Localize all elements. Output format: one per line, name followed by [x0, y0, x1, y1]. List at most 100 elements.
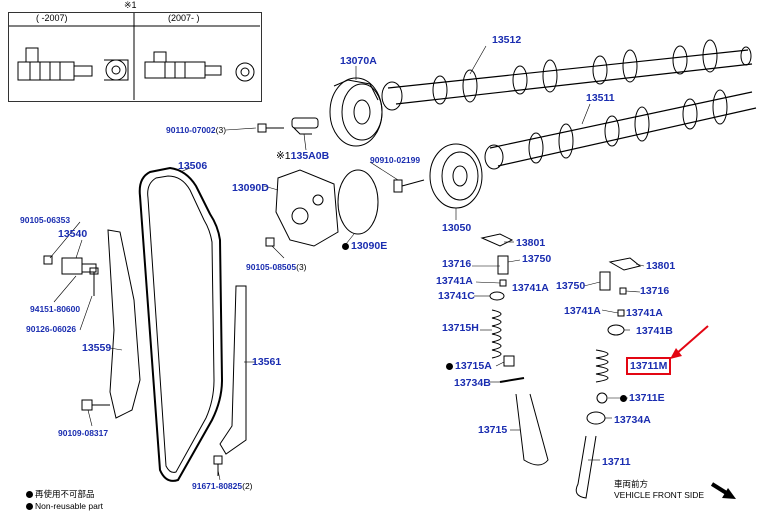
part-link-13741a-left-a[interactable]: 13741A	[436, 275, 473, 287]
lash-adjuster-13750-left	[497, 255, 509, 275]
seal-13711e	[596, 392, 608, 404]
part-link-13801-left[interactable]: 13801	[516, 237, 546, 249]
keeper-13741a-left	[499, 279, 507, 287]
part-link-13711[interactable]: 13711	[602, 456, 631, 468]
part-link-13750-right[interactable]: 13750	[556, 280, 586, 292]
cover-13090d	[275, 169, 339, 247]
part-number: 90105-08505	[246, 262, 297, 272]
part-link-90126-06026[interactable]: 90126-06026	[26, 324, 77, 334]
variant-note-box	[8, 12, 262, 102]
rocker-13801-left	[480, 233, 514, 247]
legend-text: Non-reusable part	[35, 501, 104, 511]
part-link-13070a[interactable]: 13070A	[340, 55, 377, 67]
part-number: 13715A	[455, 360, 492, 372]
part-link-91671-80825[interactable]: 91671-80825(2)	[192, 481, 253, 491]
part-link-13741a-right-b[interactable]: 13741A	[626, 307, 663, 319]
bolt-90910	[393, 179, 425, 193]
retainer-13741b	[607, 324, 625, 336]
part-link-94151-80600[interactable]: 94151-80600	[30, 304, 81, 314]
part-number: 13090E	[351, 240, 388, 252]
bolt-90105-06353	[43, 255, 53, 265]
bolt-91671	[213, 455, 223, 476]
part-link-13090d[interactable]: 13090D	[232, 182, 269, 194]
valve-13715	[515, 393, 549, 466]
ocv-old-drawing	[17, 47, 129, 81]
part-number: 135A0B	[290, 150, 330, 162]
rocker-13801-right	[608, 257, 642, 271]
part-link-13711e[interactable]: 13711E	[620, 392, 665, 404]
part-link-90105-06353[interactable]: 90105-06353	[20, 215, 71, 225]
note-mark: ※1	[276, 150, 291, 162]
part-link-13716-left[interactable]: 13716	[442, 258, 472, 270]
note-range-old: ( -2007)	[36, 13, 68, 23]
part-link-13741a-left-b[interactable]: 13741A	[512, 282, 549, 294]
part-link-13050[interactable]: 13050	[442, 222, 472, 234]
part-link-13711m-highlighted[interactable]: 13711M	[626, 357, 672, 375]
ocv-new-drawing	[144, 51, 255, 82]
guide-13561	[219, 285, 247, 455]
part-link-90105-08505[interactable]: 90105-08505(3)	[246, 262, 307, 272]
camshaft-13511	[484, 89, 757, 170]
part-link-13715h[interactable]: 13715H	[442, 322, 479, 334]
seat-13734a	[586, 411, 606, 425]
note-range-new: (2007- )	[168, 13, 200, 23]
part-number: 91671-80825	[192, 481, 243, 491]
non-reusable-dot-icon	[26, 503, 33, 510]
part-link-13801-right[interactable]: 13801	[646, 260, 676, 272]
part-link-13715a[interactable]: 13715A	[446, 360, 492, 372]
quantity: (2)	[242, 481, 253, 491]
legend-non-reusable-en: Non-reusable part	[26, 501, 103, 511]
timing-chain-13506	[138, 166, 224, 482]
part-link-90109-08317[interactable]: 90109-08317	[58, 428, 109, 438]
part-link-13511[interactable]: 13511	[586, 92, 615, 104]
part-link-13506[interactable]: 13506	[178, 160, 208, 172]
bolt-90126	[89, 267, 99, 296]
direction-caption-jp: 車両前方	[614, 479, 649, 489]
keeper-13716-right	[619, 287, 627, 295]
part-link-90910-02199[interactable]: 90910-02199	[370, 155, 421, 165]
part-link-13090e[interactable]: 13090E	[342, 240, 387, 252]
vehicle-front-arrow-icon	[710, 482, 736, 499]
part-number: 90110-07002	[166, 125, 216, 135]
seat-13734b	[499, 377, 525, 383]
legend-non-reusable-jp: 再使用不可部品	[26, 488, 95, 500]
gasket-13090e	[337, 169, 379, 235]
valve-13711	[575, 435, 597, 499]
quantity: (3)	[215, 125, 227, 135]
retainer-13741c	[489, 291, 505, 301]
part-link-13540[interactable]: 13540	[58, 228, 88, 240]
part-link-13512[interactable]: 13512	[492, 34, 522, 46]
part-link-13741c[interactable]: 13741C	[438, 290, 475, 302]
sensor-135a0b	[291, 117, 319, 135]
non-reusable-dot-icon	[446, 363, 453, 370]
part-link-13716-right[interactable]: 13716	[640, 285, 670, 297]
tensioner-13540	[61, 257, 97, 275]
seal-13715a	[503, 355, 515, 367]
legend-text: 再使用不可部品	[35, 489, 95, 499]
part-link-13559[interactable]: 13559	[82, 342, 112, 354]
part-link-13715[interactable]: 13715	[478, 424, 508, 436]
part-number: 13711E	[629, 392, 665, 404]
part-link-13561[interactable]: 13561	[252, 356, 282, 368]
slipper-13559	[107, 229, 141, 419]
part-link-13734a[interactable]: 13734A	[614, 414, 651, 426]
part-link-13741a-right-a[interactable]: 13741A	[564, 305, 601, 317]
note-mark: ※1	[124, 0, 137, 10]
bolt-90110	[257, 123, 284, 133]
part-link-13750-left[interactable]: 13750	[522, 253, 552, 265]
part-link-13734b[interactable]: 13734B	[454, 377, 491, 389]
highlight-arrow	[670, 325, 709, 359]
part-link-135a0b[interactable]: ※1135A0B	[276, 150, 329, 162]
spring-13711m	[595, 349, 609, 383]
bolt-90109	[81, 399, 110, 411]
bolt-90105-08505	[265, 237, 275, 247]
direction-caption-en: VEHICLE FRONT SIDE	[614, 490, 705, 500]
quantity: (3)	[296, 262, 307, 272]
part-link-90110-07002[interactable]: 90110-07002(3)	[166, 125, 226, 135]
spring-13715h	[491, 309, 502, 359]
part-link-13741b[interactable]: 13741B	[636, 325, 673, 337]
non-reusable-dot-icon	[26, 491, 33, 498]
vvt-gear-13070a	[329, 77, 383, 147]
keeper-13741a-right	[617, 309, 625, 317]
